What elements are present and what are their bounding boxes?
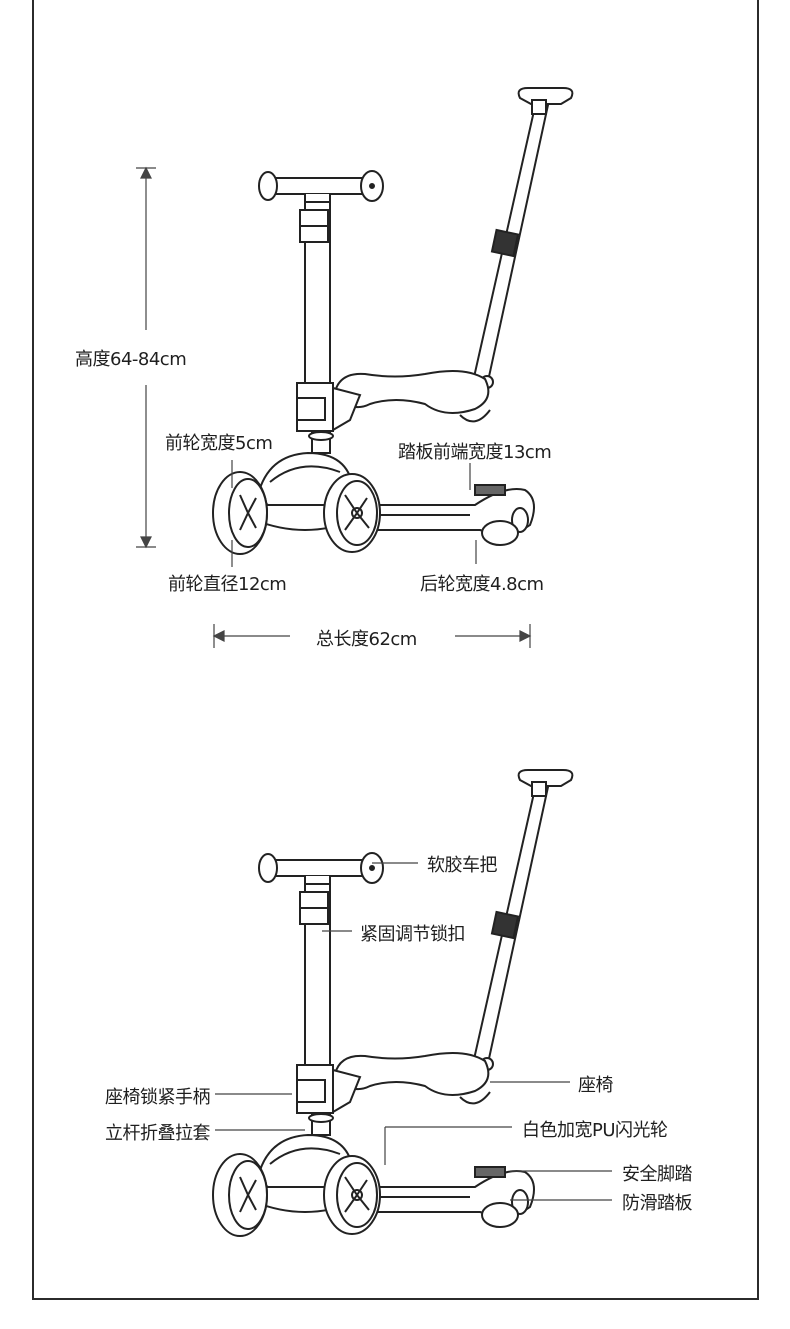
height-label: 高度64-84cm (75, 349, 187, 370)
pu-flash-wheel-label: 白色加宽PU闪光轮 (522, 1120, 668, 1141)
seat-label: 座椅 (578, 1075, 614, 1096)
diagram-frame (32, 0, 759, 1300)
scooter-parts-drawing (212, 769, 574, 1237)
seat-lock-handle-label: 座椅锁紧手柄 (105, 1087, 211, 1108)
total-length-label: 总长度62cm (316, 629, 417, 650)
antislip-deck-label: 防滑踏板 (622, 1193, 693, 1214)
front-wheel-width-label: 前轮宽度5cm (165, 433, 273, 454)
safety-pedal-label: 安全脚踏 (622, 1164, 693, 1185)
scooter-dimension-drawing (212, 87, 574, 555)
rear-wheel-width-label: 后轮宽度4.8cm (420, 574, 544, 595)
front-wheel-diameter-label: 前轮直径12cm (168, 574, 287, 595)
adjust-lock-label: 紧固调节锁扣 (360, 924, 466, 945)
fold-sleeve-label: 立杆折叠拉套 (105, 1123, 211, 1144)
deck-front-width-label: 踏板前端宽度13cm (398, 442, 552, 463)
soft-grip-label: 软胶车把 (427, 855, 498, 876)
